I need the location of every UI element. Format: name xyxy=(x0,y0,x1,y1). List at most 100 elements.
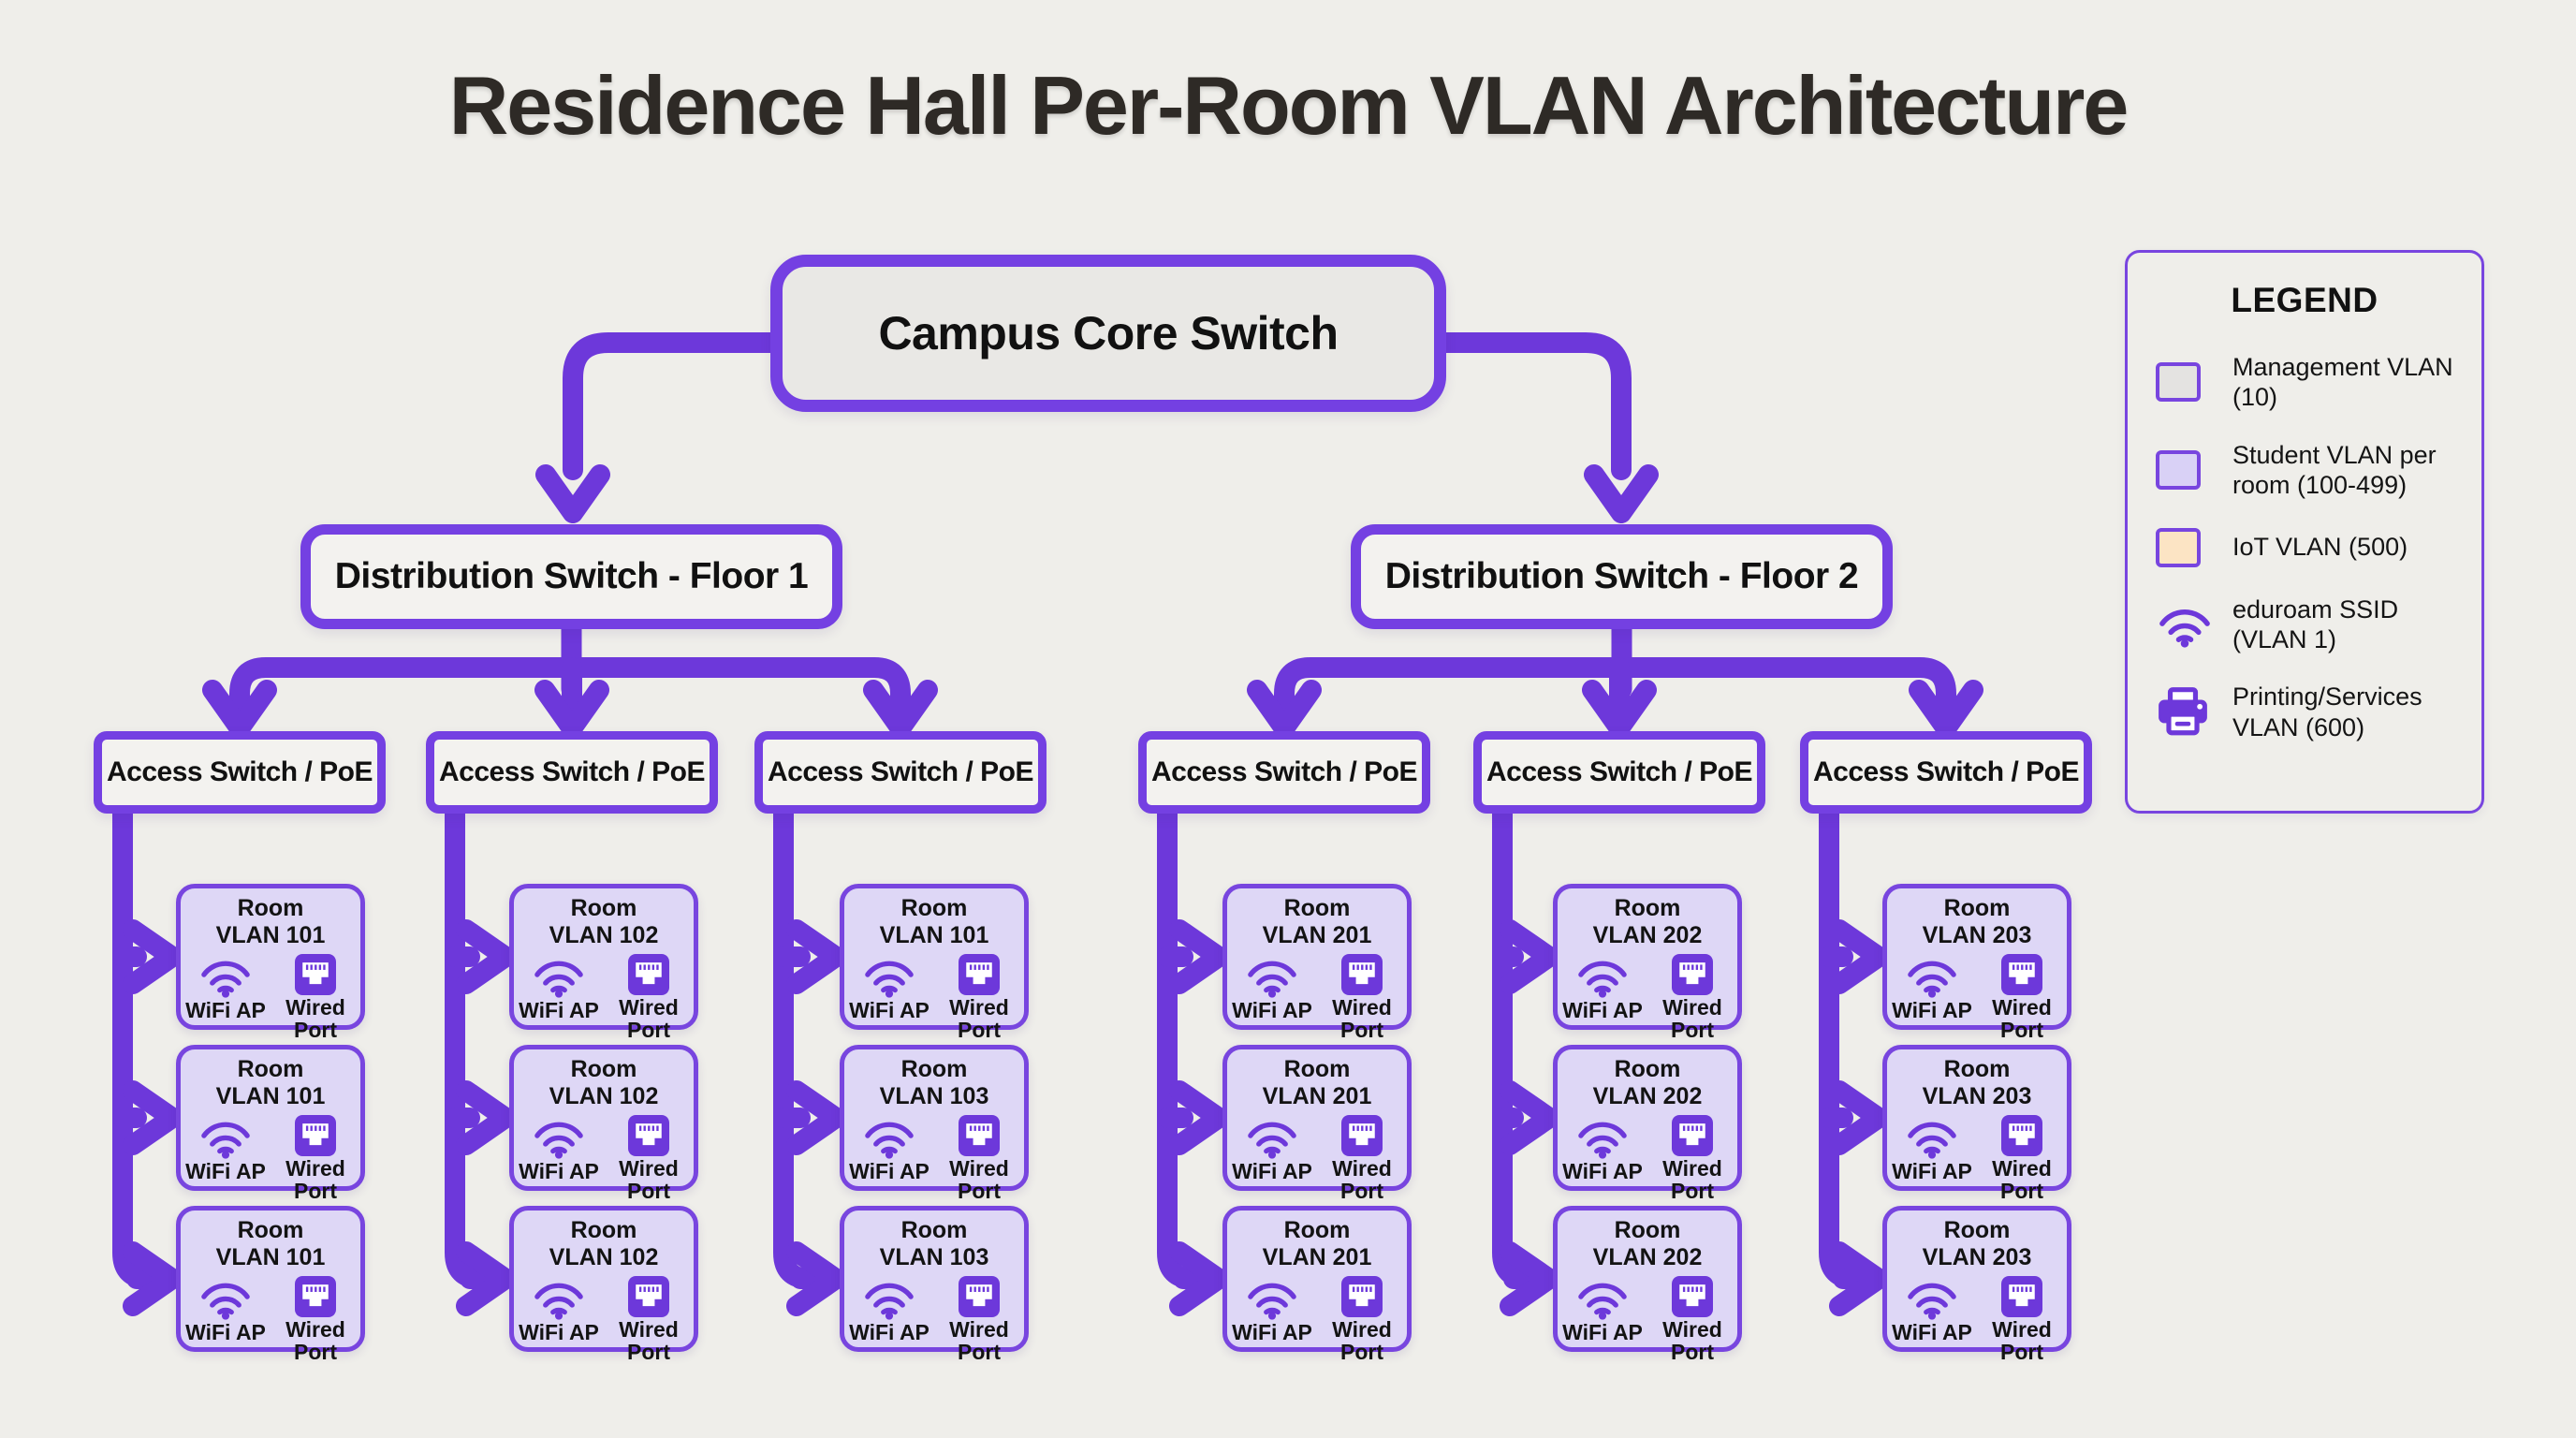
room-vlan-label: VLAN 102 xyxy=(549,1082,659,1109)
room-header: Room VLAN 203 xyxy=(1923,1056,2032,1109)
wired-cell: Wired Port xyxy=(934,1112,1024,1203)
wired-port-label: Wired Port xyxy=(1992,1317,2052,1364)
node-label: Access Switch / PoE xyxy=(107,756,373,787)
room-box: Room VLAN 201 WiFi AP Wired Port xyxy=(1222,1045,1412,1202)
room-name: Room xyxy=(900,1056,968,1082)
wifi-cell: WiFi AP xyxy=(1227,951,1317,1042)
node-label: Distribution Switch - Floor 1 xyxy=(334,556,809,596)
room-io-row: WiFi AP Wired Port xyxy=(1227,1273,1407,1364)
arrow-into-access-f1-2 xyxy=(534,680,609,739)
arrow-into-room-f2-3-2 xyxy=(1829,1080,1889,1155)
wifi-icon xyxy=(534,1283,583,1320)
room-io-row: WiFi AP Wired Port xyxy=(844,1273,1024,1364)
wifi-cell: WiFi AP xyxy=(514,1273,604,1364)
ethernet-port-icon xyxy=(959,1115,1000,1156)
room-vlan-label: VLAN 201 xyxy=(1262,1082,1372,1109)
legend-item: Student VLAN per room (100-499) xyxy=(2156,440,2481,501)
arrow-core-to-floor2 xyxy=(1584,464,1659,523)
legend-key xyxy=(2156,527,2217,567)
legend-item-label: Printing/Services VLAN (600) xyxy=(2232,682,2422,741)
wired-cell: Wired Port xyxy=(271,1273,360,1364)
arrow-into-room-f2-2-1 xyxy=(1500,919,1559,994)
connector-core-to-floor2 xyxy=(1436,332,1632,480)
legend-key xyxy=(2156,601,2217,648)
wifi-icon xyxy=(201,1122,250,1159)
wired-port-label: Wired Port xyxy=(1332,1156,1392,1203)
arrow-into-access-f1-3 xyxy=(863,680,938,739)
ethernet-port-icon xyxy=(295,1115,336,1156)
legend-title: LEGEND xyxy=(2231,281,2378,319)
arrow-into-access-f2-1 xyxy=(1247,680,1322,739)
room-io-row: WiFi AP Wired Port xyxy=(1227,1112,1407,1203)
room-name: Room xyxy=(1614,1217,1681,1243)
wifi-icon xyxy=(1248,1122,1296,1159)
ethernet-port-icon xyxy=(2001,1276,2042,1317)
wifi-icon xyxy=(534,1122,583,1159)
wifi-ap-label: WiFi AP xyxy=(185,1159,266,1183)
room-name: Room xyxy=(1943,1056,2011,1082)
room-box: Room VLAN 101 WiFi AP Wired Port xyxy=(176,884,365,1041)
wifi-icon xyxy=(201,961,250,998)
room-header: Room VLAN 202 xyxy=(1593,895,1703,948)
wifi-cell: WiFi AP xyxy=(181,1273,271,1364)
room-header: Room VLAN 201 xyxy=(1263,1056,1372,1109)
arrow-into-room-f1-1-1 xyxy=(123,919,183,994)
wired-cell: Wired Port xyxy=(271,951,360,1042)
wifi-cell: WiFi AP xyxy=(181,951,271,1042)
wifi-icon xyxy=(1908,1122,1956,1159)
wifi-ap-label: WiFi AP xyxy=(849,998,929,1022)
room-box: Room VLAN 202 WiFi AP Wired Port xyxy=(1553,1045,1742,1202)
room-name: Room xyxy=(1614,1056,1681,1082)
arrow-into-room-f1-2-3 xyxy=(456,1241,516,1316)
room-box: Room VLAN 101 WiFi AP Wired Port xyxy=(176,1045,365,1202)
ethernet-port-icon xyxy=(1341,954,1383,995)
arrow-into-room-f2-1-2 xyxy=(1169,1080,1229,1155)
room-box: Room VLAN 203 WiFi AP Wired Port xyxy=(1882,1045,2071,1202)
connector-core-to-floor1 xyxy=(563,332,781,480)
ethernet-port-icon xyxy=(1672,954,1713,995)
wifi-ap-label: WiFi AP xyxy=(519,1159,599,1183)
wifi-ap-label: WiFi AP xyxy=(519,998,599,1022)
room-header: Room VLAN 102 xyxy=(549,1217,659,1270)
wifi-cell: WiFi AP xyxy=(514,1112,604,1203)
printer-icon xyxy=(2159,686,2207,736)
wired-port-label: Wired Port xyxy=(1662,1156,1722,1203)
room-header: Room VLAN 103 xyxy=(880,1056,989,1109)
wired-cell: Wired Port xyxy=(1317,951,1407,1042)
wired-port-label: Wired Port xyxy=(1992,1156,2052,1203)
arrow-into-room-f2-2-3 xyxy=(1500,1241,1559,1316)
connector-access-trunk-f1-2 xyxy=(445,795,491,1289)
room-vlan-label: VLAN 203 xyxy=(1922,921,2032,948)
wired-cell: Wired Port xyxy=(1317,1112,1407,1203)
wifi-cell: WiFi AP xyxy=(1558,1273,1647,1364)
room-vlan-label: VLAN 103 xyxy=(879,1082,989,1109)
room-vlan-label: VLAN 203 xyxy=(1922,1082,2032,1109)
legend-item: Printing/Services VLAN (600) xyxy=(2156,682,2481,742)
wired-port-label: Wired Port xyxy=(1662,995,1722,1042)
legend-key xyxy=(2156,686,2217,738)
wifi-icon xyxy=(1908,961,1956,998)
access-switch-node-f2-2: Access Switch / PoE xyxy=(1473,731,1765,814)
wifi-icon xyxy=(865,1283,914,1320)
room-io-row: WiFi AP Wired Port xyxy=(1558,951,1737,1042)
ethernet-port-icon xyxy=(2001,954,2042,995)
node-label: Access Switch / PoE xyxy=(1813,756,2079,787)
room-io-row: WiFi AP Wired Port xyxy=(844,951,1024,1042)
legend-item-label: IoT VLAN (500) xyxy=(2232,533,2408,562)
room-box: Room VLAN 203 WiFi AP Wired Port xyxy=(1882,1206,2071,1363)
room-name: Room xyxy=(237,1217,304,1243)
node-label: Access Switch / PoE xyxy=(1486,756,1752,787)
wifi-ap-label: WiFi AP xyxy=(519,1320,599,1344)
access-switch-node-f1-1: Access Switch / PoE xyxy=(94,731,386,814)
room-vlan-label: VLAN 101 xyxy=(215,1243,326,1270)
room-header: Room VLAN 101 xyxy=(880,895,989,948)
wifi-ap-label: WiFi AP xyxy=(1562,998,1643,1022)
room-box: Room VLAN 102 WiFi AP Wired Port xyxy=(509,1045,698,1202)
wifi-ap-label: WiFi AP xyxy=(1232,998,1312,1022)
arrow-into-room-f1-2-2 xyxy=(456,1080,516,1155)
wired-port-label: Wired Port xyxy=(285,1317,345,1364)
room-name: Room xyxy=(1943,1217,2011,1243)
wifi-icon xyxy=(2159,609,2210,648)
room-header: Room VLAN 202 xyxy=(1593,1056,1703,1109)
room-box: Room VLAN 101 WiFi AP Wired Port xyxy=(176,1206,365,1363)
